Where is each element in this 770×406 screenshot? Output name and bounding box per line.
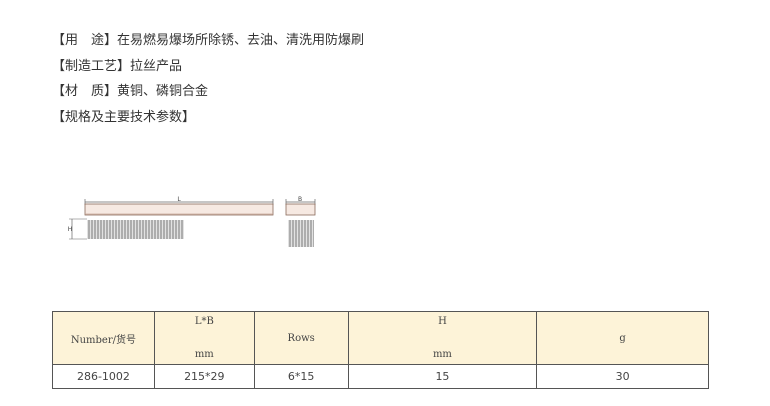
header-h: H mm [347,311,538,365]
length-label: L [177,196,181,203]
parameter-table: Number/货号 L*B mm Rows H mm g 286-1002 21… [52,311,709,389]
spec-material: 【材 质】黄铜、磷铜合金 [52,84,209,99]
table-header-row: Number/货号 L*B mm Rows H mm g [52,311,709,365]
cell-lb: 215*29 [153,364,255,389]
spec-list: 【用 途】在易燃易爆场所除锈、去油、清洗用防爆刷 【制造工艺】拉丝产品 【材 质… [52,28,364,130]
header-lb-unit: mm [194,349,214,360]
spec-parameters-heading: 【规格及主要技术参数】 [52,109,196,125]
header-weight: g [536,311,709,365]
cell-number: 286-1002 [52,364,155,389]
cell-rows: 6*15 [253,364,349,389]
width-label: B [298,196,302,203]
cell-weight: 30 [536,364,709,389]
table-row: 286-1002 215*29 6*15 15 30 [52,364,709,389]
height-label: H [68,226,73,233]
header-rows: Rows [253,311,349,365]
brush-bristles-end [288,220,314,247]
brush-drawing: L H B [68,196,316,247]
brush-bristles-side [87,220,184,239]
header-h-unit: mm [432,349,452,360]
spec-usage: 【用 途】在易燃易爆场所除锈、去油、清洗用防爆刷 [52,33,365,48]
spec-process: 【制造工艺】拉丝产品 [52,58,183,74]
header-lb: L*B mm [153,311,255,365]
header-lb-label: L*B [194,316,214,327]
cell-h: 15 [347,364,538,389]
brush-side-view: L H [68,196,274,240]
header-h-label: H [438,316,447,327]
brush-head-end [285,203,316,216]
header-number: Number/货号 [52,311,155,365]
brush-handle [84,203,274,216]
brush-end-view: B [285,196,316,247]
